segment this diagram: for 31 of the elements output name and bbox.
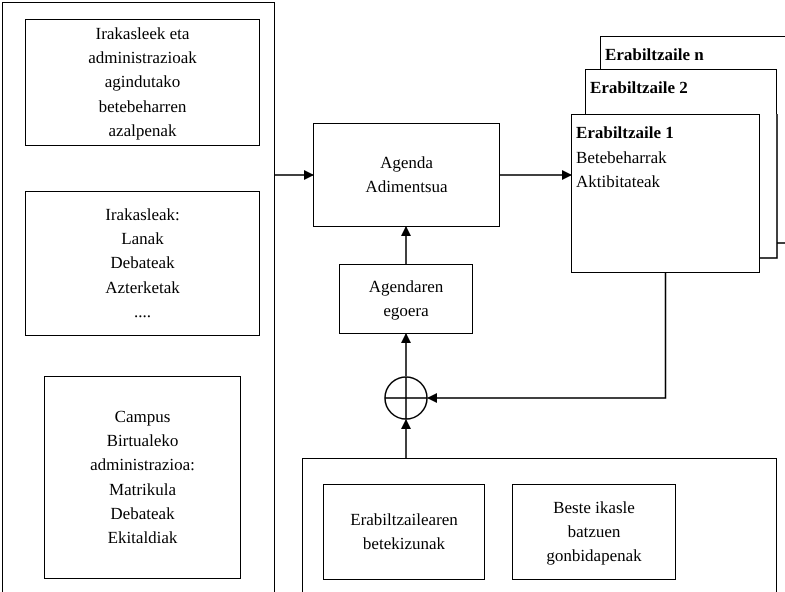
summing-junction-circle: [384, 376, 428, 420]
box-label: Agendaren egoera: [368, 276, 444, 322]
user-card: [585, 69, 777, 114]
arrow: [275, 170, 314, 180]
card-heading: Erabiltzaile 1: [576, 122, 674, 144]
arrow: [427, 273, 666, 403]
arrow: [401, 419, 411, 458]
process-box: [313, 123, 500, 227]
user-card: [600, 36, 785, 69]
process-box: [339, 264, 473, 334]
box-label: Erabiltzailearen betekizunak: [349, 508, 459, 555]
arrow: [401, 226, 411, 264]
process-box: [25, 19, 260, 146]
arrow: [401, 333, 411, 376]
user-card: [571, 114, 760, 273]
card-item: Aktibitateak: [576, 171, 660, 194]
card-heading: Erabiltzaile 2: [590, 77, 688, 99]
box-label: Irakasleek eta administrazioak agindutako betebeharren azalpenak: [87, 23, 198, 142]
container-panel: [2, 2, 275, 592]
card-item: Betebeharrak: [576, 146, 667, 169]
box-label: Agenda Adimentsua: [364, 152, 449, 198]
process-box: [323, 484, 485, 580]
box-label: Irakasleak: Lanak Debateak Azterketak ....: [104, 204, 181, 323]
box-label: Campus Birtualeko administrazioa: Matrikula Debateak Ekitaldiak: [89, 406, 196, 549]
card-heading: Erabiltzaile n: [605, 44, 704, 66]
arrow: [500, 170, 572, 180]
process-box: [25, 191, 260, 336]
container-panel: [302, 458, 777, 592]
process-box: [44, 376, 241, 579]
process-box: [512, 484, 676, 580]
box-label: Beste ikasle batzuen gonbidapenak: [545, 496, 643, 568]
